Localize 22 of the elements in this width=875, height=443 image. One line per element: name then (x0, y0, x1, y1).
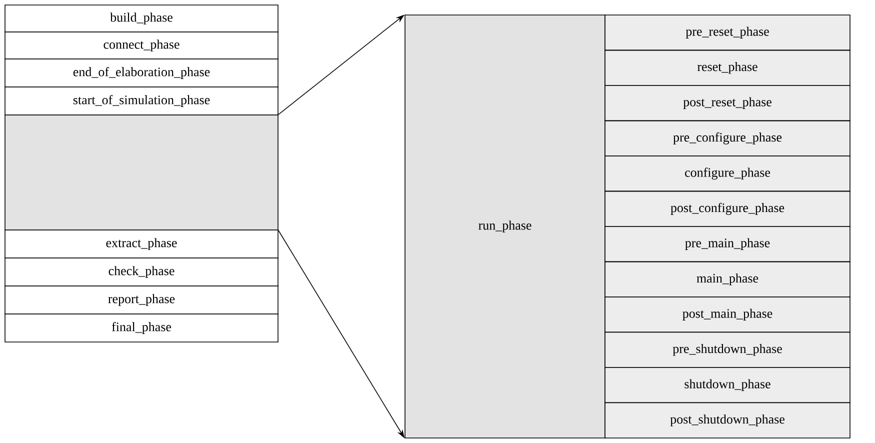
phase-box: pre_main_phase (604, 226, 850, 262)
phase-box: pre_configure_phase (604, 120, 850, 156)
phase-box: main_phase (604, 261, 850, 298)
phase-box: report_phase (4, 286, 278, 314)
phase-box: post_reset_phase (604, 85, 850, 122)
phase-box: end_of_elaboration_phase (4, 58, 278, 88)
phase-box: run_phase (404, 14, 606, 438)
phase-box: pre_reset_phase (604, 14, 850, 51)
phase-box: build_phase (4, 4, 278, 32)
phase-box: post_configure_phase (604, 190, 850, 227)
phase-box: configure_phase (604, 156, 850, 192)
phase-box: connect_phase (4, 32, 278, 60)
phase-box: reset_phase (604, 50, 850, 86)
empty-box (4, 114, 278, 230)
phase-box: extract_phase (4, 230, 278, 258)
phase-box: final_phase (4, 314, 278, 342)
phase-box: check_phase (4, 258, 278, 286)
phase-box: post_main_phase (604, 296, 850, 333)
phase-box: shutdown_phase (604, 367, 850, 404)
phase-box: start_of_simulation_phase (4, 86, 278, 116)
phase-box: pre_shutdown_phase (604, 332, 850, 368)
phase-box: post_shutdown_phase (604, 402, 850, 438)
